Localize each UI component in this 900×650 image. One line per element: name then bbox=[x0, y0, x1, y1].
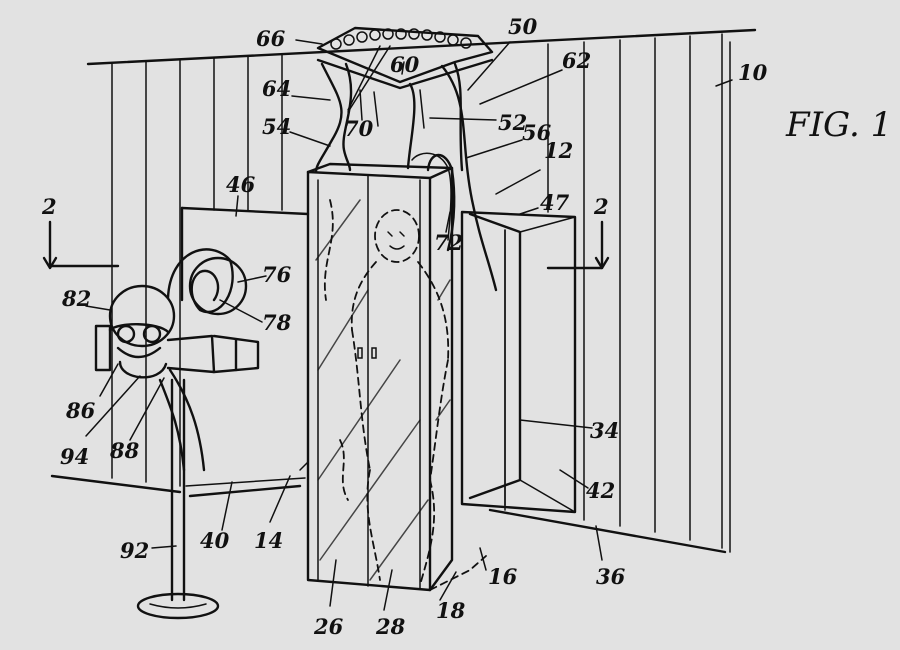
ref-52: 52 bbox=[498, 110, 527, 135]
ref-40: 40 bbox=[200, 528, 230, 553]
hose bbox=[426, 153, 456, 252]
ref-78: 78 bbox=[262, 310, 292, 335]
ref-72: 72 bbox=[434, 230, 463, 255]
ref-66: 66 bbox=[256, 26, 286, 51]
ref-92: 92 bbox=[120, 538, 149, 563]
ref-94: 94 bbox=[60, 444, 89, 469]
ref-16: 16 bbox=[488, 564, 518, 589]
wall-panel bbox=[50, 28, 757, 554]
ref-88: 88 bbox=[109, 438, 140, 463]
ref-64: 64 bbox=[262, 76, 291, 101]
ref-46: 46 bbox=[226, 172, 256, 197]
ref-18: 18 bbox=[436, 598, 466, 623]
ref-2-left: 2 bbox=[41, 194, 57, 219]
ref-56: 56 bbox=[522, 120, 552, 145]
leader-lines bbox=[85, 39, 733, 611]
ref-10: 10 bbox=[738, 60, 768, 85]
reference-numerals: 66 60 50 62 10 64 70 52 56 54 12 46 47 2… bbox=[41, 14, 768, 639]
canopy bbox=[316, 26, 494, 129]
curtain bbox=[314, 62, 498, 292]
ref-14: 14 bbox=[254, 528, 283, 553]
ref-47: 47 bbox=[540, 190, 570, 215]
ref-34: 34 bbox=[590, 418, 619, 443]
ref-36: 36 bbox=[596, 564, 626, 589]
ref-28: 28 bbox=[375, 614, 406, 639]
ref-50: 50 bbox=[508, 14, 538, 39]
figure-label: FIG. 1 bbox=[785, 105, 892, 145]
head-device bbox=[94, 248, 260, 472]
ref-62: 62 bbox=[562, 48, 591, 73]
cabinet-base bbox=[299, 461, 487, 591]
section-line bbox=[42, 220, 610, 270]
ref-2-right: 2 bbox=[593, 194, 609, 219]
left-recess bbox=[180, 206, 310, 498]
ref-12: 12 bbox=[544, 138, 573, 163]
ref-70: 70 bbox=[344, 116, 374, 141]
cabinet bbox=[306, 162, 454, 592]
stand bbox=[136, 378, 220, 620]
ref-86: 86 bbox=[65, 398, 96, 423]
ref-60: 60 bbox=[390, 52, 420, 77]
right-recess bbox=[460, 210, 577, 514]
ref-26: 26 bbox=[313, 614, 344, 639]
ref-82: 82 bbox=[61, 286, 91, 311]
ref-42: 42 bbox=[586, 478, 615, 503]
ref-76: 76 bbox=[262, 262, 292, 287]
ref-54: 54 bbox=[262, 114, 291, 139]
ghost-figure bbox=[324, 199, 450, 586]
